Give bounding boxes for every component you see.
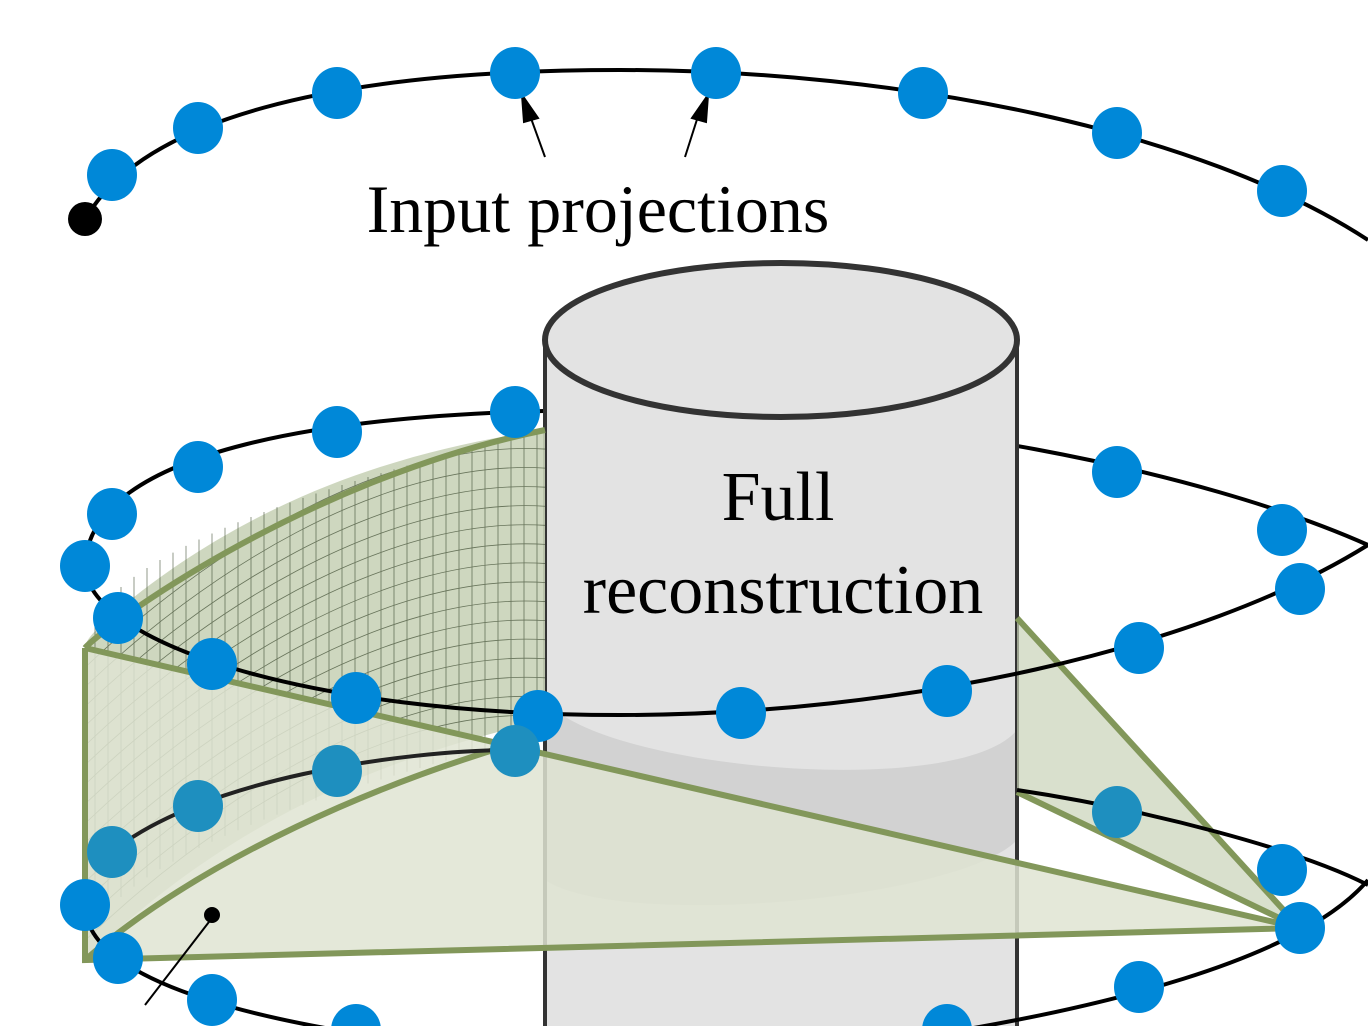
trajectory-start-point xyxy=(68,202,102,236)
projection-dot xyxy=(1257,504,1307,556)
projection-dot xyxy=(898,67,948,119)
projection-dot-occluded xyxy=(490,725,540,777)
projection-dot xyxy=(60,540,110,592)
lower-trajectory xyxy=(110,748,516,854)
projection-dot xyxy=(1092,446,1142,498)
projection-dot xyxy=(922,665,972,717)
projection-dot-occluded xyxy=(173,780,223,832)
middle-trajectory-front xyxy=(83,543,1368,718)
projection-dot xyxy=(1114,622,1164,674)
arrows xyxy=(144,91,710,1006)
projection-dot xyxy=(691,47,741,99)
projection-dot xyxy=(1114,961,1164,1013)
projection-dot xyxy=(1092,107,1142,159)
projection-dot xyxy=(312,406,362,458)
projection-dot xyxy=(331,672,381,724)
projection-dot xyxy=(93,932,143,984)
input-projections-label: Input projections xyxy=(367,171,830,247)
projection-dot xyxy=(1275,563,1325,615)
projection-dot xyxy=(1275,902,1325,954)
projection-dot-occluded xyxy=(312,745,362,797)
projection-dot xyxy=(490,386,540,438)
grid-curve xyxy=(84,467,546,688)
projection-dot xyxy=(312,67,362,119)
projection-dot xyxy=(490,47,540,99)
projection-dot xyxy=(87,149,137,201)
projection-dot xyxy=(93,592,143,644)
partial-volume xyxy=(82,427,1303,964)
projection-dot-occluded xyxy=(1092,786,1142,838)
projection-dot xyxy=(173,441,223,493)
projection-dot xyxy=(1257,165,1307,217)
projection-dot xyxy=(87,488,137,540)
projection-dot xyxy=(716,687,766,739)
projection-dot-occluded xyxy=(87,826,137,878)
projection-dot xyxy=(173,102,223,154)
full-reconstruction-label-line2: reconstruction xyxy=(583,552,983,629)
projection-dot xyxy=(331,1004,381,1026)
projection-dot xyxy=(187,638,237,690)
projection-dot xyxy=(187,974,237,1026)
projection-dot xyxy=(922,1004,972,1026)
full-reconstruction-label-line1: Full xyxy=(722,459,835,536)
projection-dot xyxy=(1257,844,1307,896)
projection-dot xyxy=(60,879,110,931)
projection-dots xyxy=(60,47,1325,1026)
